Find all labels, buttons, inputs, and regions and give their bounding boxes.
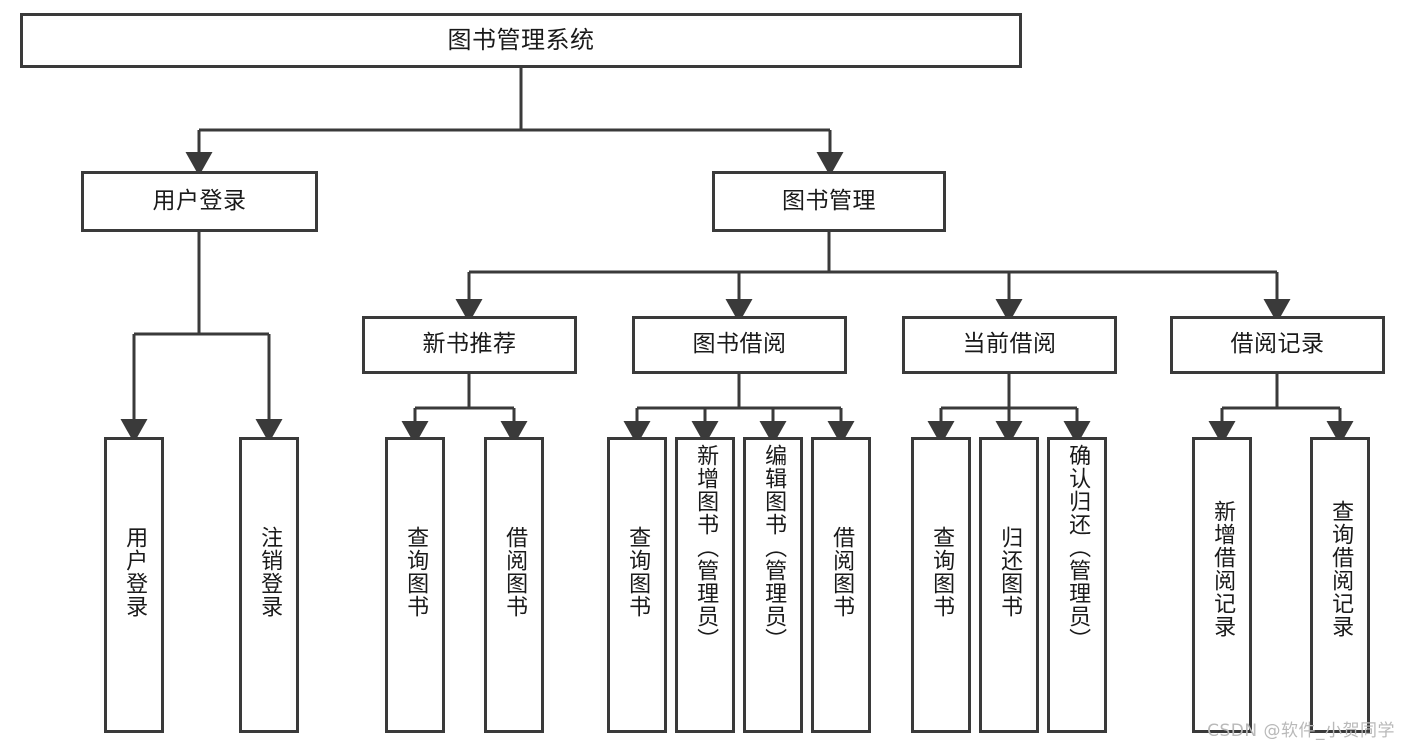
leaf-borrow-borrow-book[interactable]: 借阅图书 — [811, 437, 871, 733]
node-user-login[interactable]: 用户登录 — [81, 171, 318, 232]
node-new-book-recommend[interactable]: 新书推荐 — [362, 316, 577, 374]
leaf-record-search-record[interactable]: 查询借阅记录 — [1310, 437, 1370, 733]
leaf-label: 查询图书 — [625, 526, 651, 618]
leaf-user-login-login[interactable]: 用户登录 — [104, 437, 164, 733]
node-user-login-label: 用户登录 — [152, 187, 247, 214]
node-root-system[interactable]: 图书管理系统 — [20, 13, 1022, 68]
leaf-label: 归还图书 — [997, 526, 1023, 618]
leaf-label: 注销登录 — [257, 526, 283, 618]
leaf-new-book-search[interactable]: 查询图书 — [385, 437, 445, 733]
node-book-borrow[interactable]: 图书借阅 — [632, 316, 847, 374]
leaf-new-book-borrow[interactable]: 借阅图书 — [484, 437, 544, 733]
leaf-user-login-logout[interactable]: 注销登录 — [239, 437, 299, 733]
node-book-manage[interactable]: 图书管理 — [712, 171, 946, 232]
leaf-label: 查询图书 — [403, 526, 429, 618]
node-borrow-record-label: 借阅记录 — [1230, 331, 1325, 358]
node-new-book-recommend-label: 新书推荐 — [422, 331, 517, 358]
leaf-label: 确认归还（管理员） — [1065, 444, 1091, 651]
leaf-label: 借阅图书 — [502, 526, 528, 618]
node-borrow-record[interactable]: 借阅记录 — [1170, 316, 1385, 374]
node-book-borrow-label: 图书借阅 — [692, 331, 787, 358]
node-book-manage-label: 图书管理 — [782, 187, 876, 214]
leaf-label: 新增图书（管理员） — [693, 444, 719, 651]
node-current-borrow-label: 当前借阅 — [962, 331, 1057, 358]
leaf-current-confirm-return-admin[interactable]: 确认归还（管理员） — [1047, 437, 1107, 733]
leaf-label: 用户登录 — [122, 526, 148, 618]
node-root-label: 图书管理系统 — [447, 26, 595, 55]
watermark-text: CSDN @软件_小贺同学 — [1207, 721, 1395, 741]
leaf-label: 查询借阅记录 — [1328, 500, 1354, 638]
leaf-label: 新增借阅记录 — [1210, 500, 1236, 638]
leaf-borrow-search-book[interactable]: 查询图书 — [607, 437, 667, 733]
leaf-borrow-edit-book-admin[interactable]: 编辑图书（管理员） — [743, 437, 803, 733]
leaf-borrow-add-book-admin[interactable]: 新增图书（管理员） — [675, 437, 735, 733]
leaf-label: 编辑图书（管理员） — [761, 444, 787, 651]
leaf-current-return-book[interactable]: 归还图书 — [979, 437, 1039, 733]
leaf-label: 借阅图书 — [829, 526, 855, 618]
leaf-label: 查询图书 — [929, 526, 955, 618]
node-current-borrow[interactable]: 当前借阅 — [902, 316, 1117, 374]
leaf-current-search-book[interactable]: 查询图书 — [911, 437, 971, 733]
leaf-record-add-record[interactable]: 新增借阅记录 — [1192, 437, 1252, 733]
